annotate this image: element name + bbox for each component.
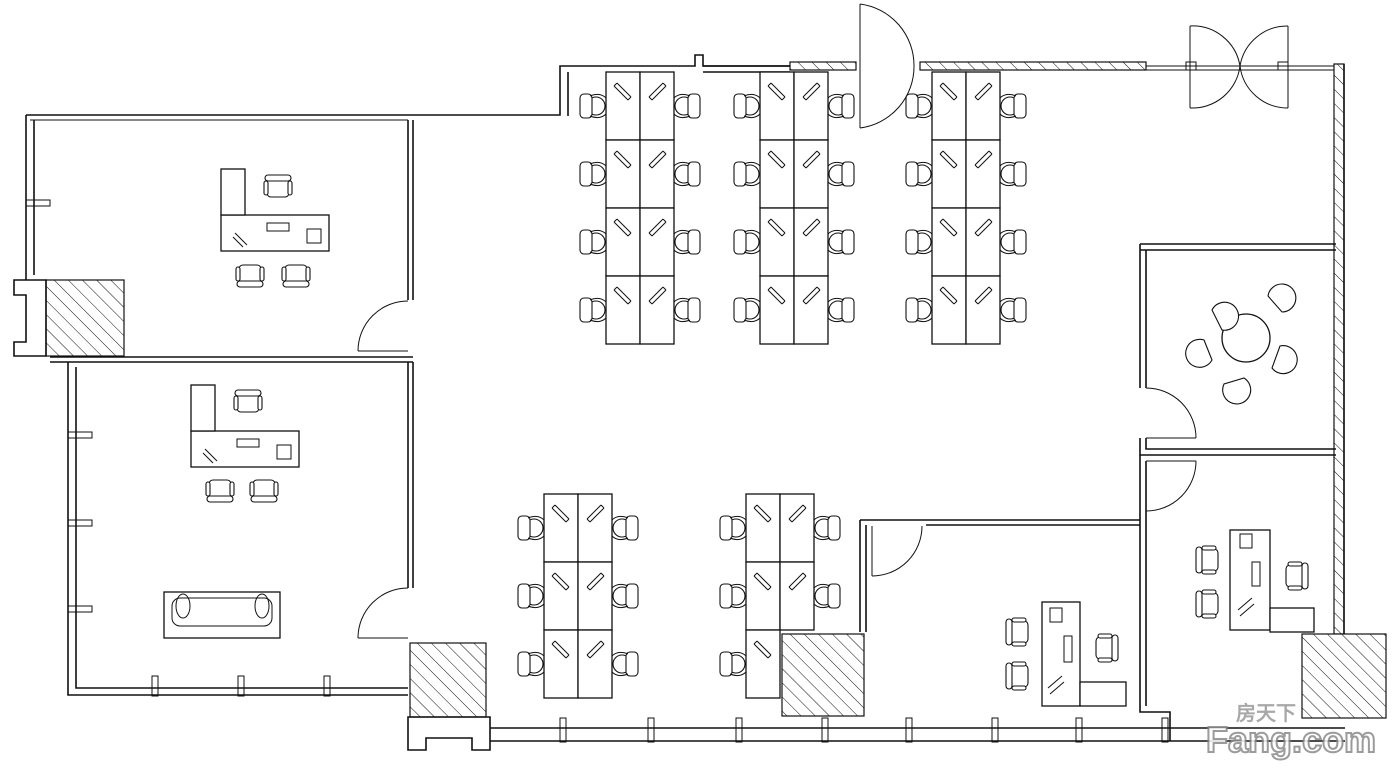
visitor-chair (1005, 617, 1029, 647)
visitor-chair (1195, 589, 1219, 619)
workstation-cluster-top-1 (580, 72, 700, 344)
structural-column (13, 279, 125, 357)
exterior-wall-bottom (490, 717, 1345, 743)
structural-column (781, 633, 865, 717)
visitor-chair (249, 479, 279, 503)
manager-chair-3 (1285, 561, 1309, 591)
manager-desk-4 (1041, 601, 1127, 707)
visitor-chair (1195, 545, 1219, 575)
workstation-cluster-bottom-1 (518, 494, 638, 698)
manager-desk-3 (1229, 529, 1315, 633)
round-table (1185, 283, 1298, 405)
office-room-top-left (25, 54, 790, 363)
manager-chair-1 (263, 174, 293, 198)
sofa (163, 591, 281, 639)
watermark-bottom: Fang.com (1206, 719, 1376, 760)
manager-chair-4 (1095, 633, 1119, 663)
workstation-cluster-top-3 (906, 72, 1026, 344)
structural-column (407, 642, 491, 751)
watermark-top: 房天下 (1236, 701, 1296, 725)
office-room-bottom-middle (781, 519, 1140, 717)
structural-column (1301, 633, 1387, 719)
visitor-chair (205, 479, 235, 503)
office-room-bottom-right (1139, 455, 1387, 741)
manager-chair-2 (233, 389, 263, 413)
exterior-wall-right (1333, 63, 1345, 635)
visitor-chair (235, 264, 265, 288)
office-room-bottom-left (67, 362, 414, 697)
meeting-room (1139, 243, 1336, 456)
watermark-logo: 房天下 Fang.com (1205, 701, 1377, 761)
visitor-chair (281, 264, 311, 288)
workstation-cluster-top-2 (734, 72, 854, 344)
visitor-chair (1005, 661, 1029, 691)
